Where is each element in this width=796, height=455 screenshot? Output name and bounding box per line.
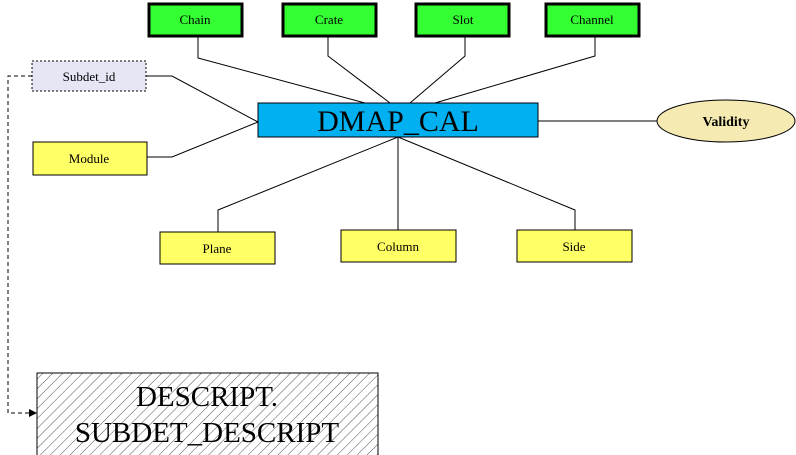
- node-dmap-cal-label: DMAP_CAL: [317, 105, 479, 138]
- node-chain: Chain: [147, 2, 244, 38]
- node-descript: DESCRIPT. SUBDET_DESCRIPT: [36, 372, 379, 455]
- node-column-label: Column: [377, 239, 419, 254]
- node-side: Side: [516, 229, 633, 263]
- node-descript-line2: SUBDET_DESCRIPT: [75, 417, 340, 449]
- node-subdet-id-label: Subdet_id: [63, 69, 116, 84]
- connector-slot: [409, 36, 466, 104]
- node-crate: Crate: [281, 2, 378, 38]
- node-side-label: Side: [562, 239, 585, 254]
- node-validity: Validity: [656, 99, 796, 143]
- node-dmap-cal: DMAP_CAL: [257, 102, 539, 138]
- node-validity-label: Validity: [703, 115, 750, 130]
- node-column: Column: [340, 229, 457, 263]
- connector-plane: [217, 136, 399, 232]
- node-crate-label: Crate: [315, 12, 343, 27]
- node-subdet-id: Subdet_id: [31, 60, 147, 92]
- connectors: [146, 36, 657, 232]
- node-channel-label: Channel: [570, 12, 614, 27]
- node-module: Module: [32, 141, 148, 176]
- node-plane: Plane: [159, 231, 276, 265]
- connector-chain: [197, 36, 366, 104]
- node-module-label: Module: [69, 151, 110, 166]
- connector-channel: [434, 36, 596, 104]
- connector-crate: [327, 36, 391, 104]
- dashed-link: [7, 75, 37, 417]
- node-slot: Slot: [414, 2, 511, 38]
- connector-side: [397, 136, 576, 230]
- node-chain-label: Chain: [179, 12, 211, 27]
- connector-subdet: [146, 75, 259, 123]
- node-channel: Channel: [544, 2, 641, 38]
- connector-module: [147, 121, 259, 158]
- node-plane-label: Plane: [203, 241, 232, 256]
- node-slot-label: Slot: [453, 12, 474, 27]
- node-descript-line1: DESCRIPT.: [136, 381, 278, 413]
